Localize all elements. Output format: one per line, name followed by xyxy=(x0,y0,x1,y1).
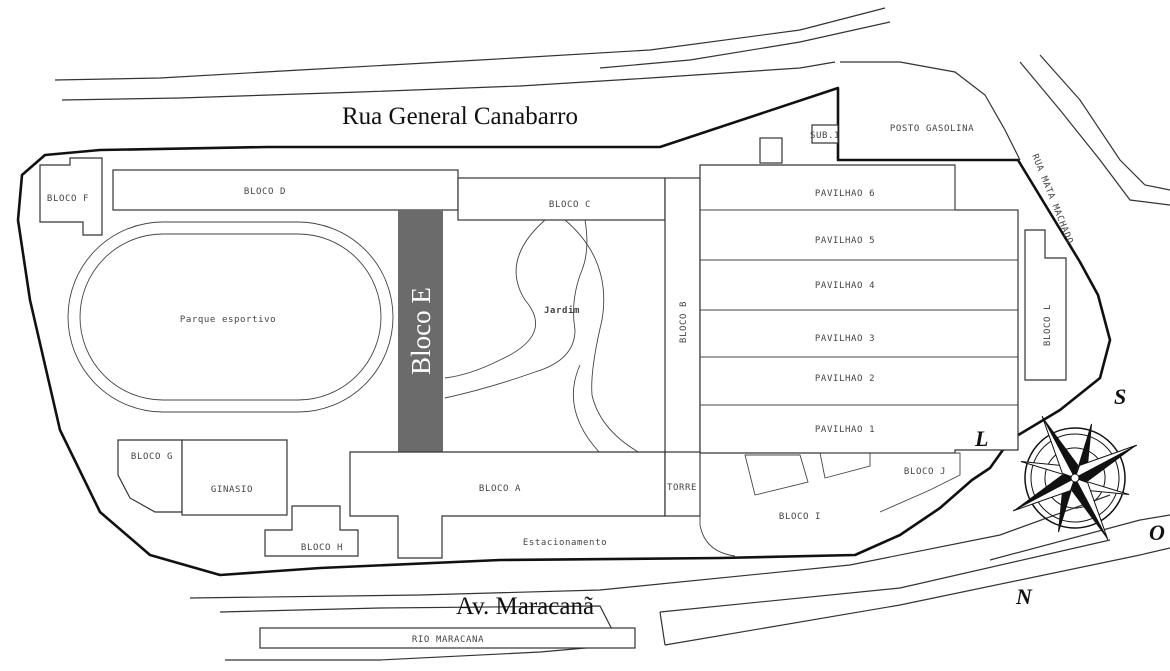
pavilhao-4: PAVILHAO 4 xyxy=(815,281,875,291)
bloco-f: BLOCO F xyxy=(39,157,103,236)
bloco-j: BLOCO J xyxy=(870,452,961,513)
pavilhao-5: PAVILHAO 5 xyxy=(815,236,875,246)
svg-text:GINASIO: GINASIO xyxy=(211,485,253,495)
bloco-l: BLOCO L xyxy=(1024,229,1067,381)
bloco-b: BLOCO B xyxy=(664,177,701,454)
compass-west: O xyxy=(1149,520,1165,545)
bloco-i: BLOCO I xyxy=(699,452,871,557)
street-general-canabarro: Rua General Canabarro xyxy=(342,103,578,130)
estacionamento: Estacionamento xyxy=(523,538,607,548)
pavilhao-2: PAVILHAO 2 xyxy=(815,374,875,384)
bloco-a: BLOCO A xyxy=(349,451,666,559)
svg-text:BLOCO H: BLOCO H xyxy=(301,543,343,553)
bloco-d: BLOCO D xyxy=(112,169,459,211)
street-lines-north xyxy=(54,7,1170,206)
compass-east: L xyxy=(974,426,988,451)
small-structure xyxy=(759,137,783,164)
svg-text:BLOCO I: BLOCO I xyxy=(779,512,821,522)
svg-text:BLOCO D: BLOCO D xyxy=(244,187,286,197)
bloco-c: BLOCO C xyxy=(457,177,666,221)
svg-text:Parque esportivo: Parque esportivo xyxy=(180,315,276,325)
pavilhoes: PAVILHAO 6 PAVILHAO 5 PAVILHAO 4 PAVILHA… xyxy=(699,164,1019,454)
street-av-maracana: Av. Maracanã xyxy=(456,593,594,620)
svg-text:Jardim: Jardim xyxy=(544,305,580,316)
pavilhao-6: PAVILHAO 6 xyxy=(815,189,875,199)
torre: TORRE xyxy=(664,451,701,517)
svg-text:SUB.1: SUB.1 xyxy=(810,131,840,141)
svg-text:TORRE: TORRE xyxy=(667,483,697,493)
svg-text:BLOCO J: BLOCO J xyxy=(904,467,946,477)
bloco-h: BLOCO H xyxy=(264,505,359,557)
street-lines-south xyxy=(189,494,1170,661)
bloco-g: BLOCO G xyxy=(117,439,183,513)
svg-text:BLOCO G: BLOCO G xyxy=(131,452,173,462)
compass-rose xyxy=(1012,415,1138,541)
jardim: Jardim xyxy=(444,219,641,454)
pavilhao-3: PAVILHAO 3 xyxy=(815,334,875,344)
sub-1: SUB.1 xyxy=(810,124,840,144)
posto-gasolina-label: POSTO GASOLINA xyxy=(890,124,974,134)
river-label: RIO MARACANA xyxy=(412,635,484,645)
svg-text:BLOCO F: BLOCO F xyxy=(47,194,89,204)
svg-text:BLOCO C: BLOCO C xyxy=(549,200,591,210)
svg-text:Bloco E: Bloco E xyxy=(406,287,436,375)
campus-perimeter xyxy=(16,86,1112,577)
svg-text:BLOCO L: BLOCO L xyxy=(1043,304,1053,346)
river-maracana: RIO MARACANA xyxy=(259,627,636,649)
ginasio: GINASIO xyxy=(181,439,288,516)
parque-esportivo: Parque esportivo xyxy=(67,221,394,413)
svg-text:BLOCO A: BLOCO A xyxy=(479,484,521,494)
pavilhao-1: PAVILHAO 1 xyxy=(815,425,875,435)
bloco-e: Bloco E xyxy=(398,210,443,452)
svg-text:BLOCO B: BLOCO B xyxy=(679,301,689,343)
compass-north: N xyxy=(1015,584,1033,609)
compass-south: S xyxy=(1114,384,1126,409)
